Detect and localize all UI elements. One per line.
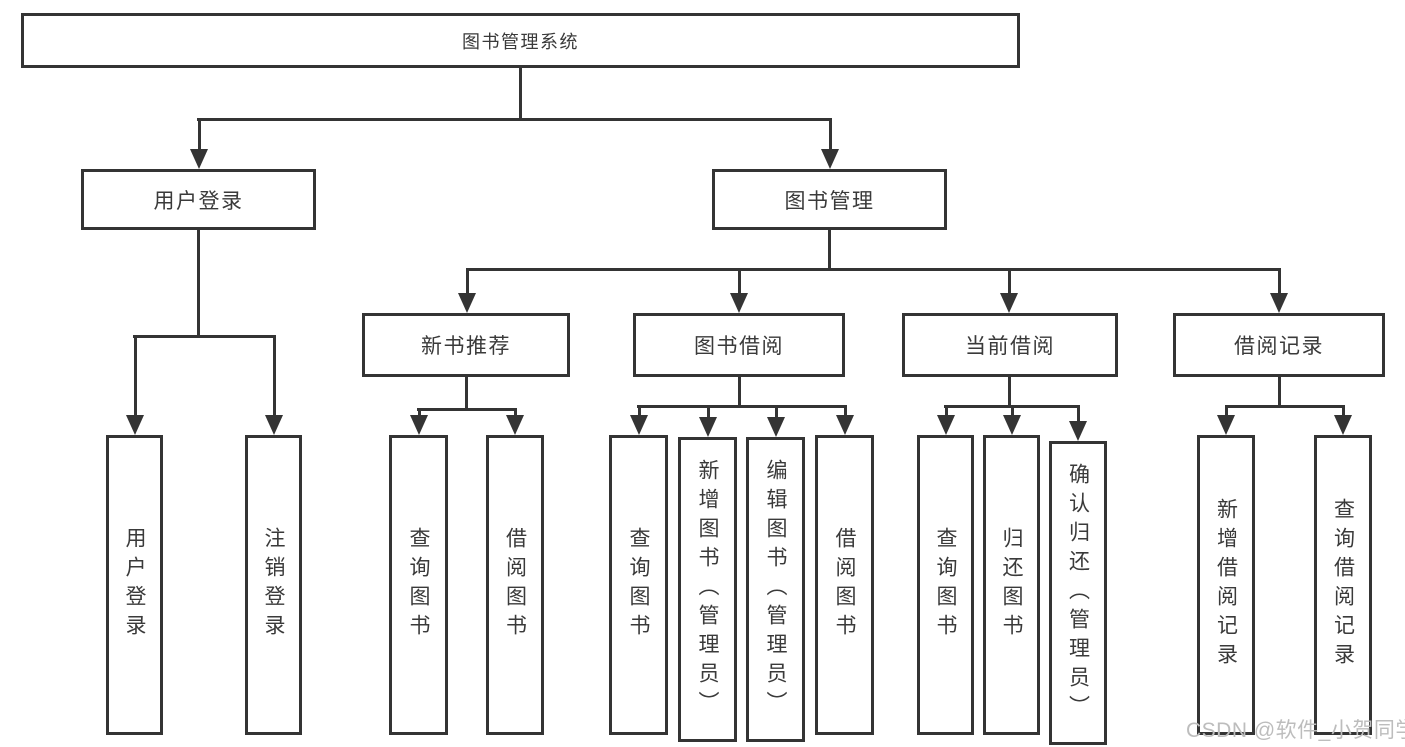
connector-new-book-vline [465, 377, 468, 408]
arrow-to-login-leaf [126, 335, 144, 435]
arrow-to-br-add [1217, 405, 1235, 435]
node-borrowing-records: 借阅记录 [1173, 313, 1385, 377]
arrow-to-bb-borrow [836, 405, 854, 435]
node-cb-query-books: 查询图书 [917, 435, 974, 735]
node-book-borrowing-label: 图书借阅 [694, 335, 784, 358]
node-book-management: 图书管理 [712, 169, 947, 230]
arrow-to-nbr-borrow [506, 408, 524, 435]
node-bb-add-books-label: 新增图书（管理员） [696, 459, 719, 720]
node-nbr-query-books-label: 查询图书 [407, 527, 430, 643]
node-bb-edit-books: 编辑图书（管理员） [746, 437, 805, 742]
node-current-borrowing-label: 当前借阅 [965, 335, 1055, 358]
node-borrowing-records-label: 借阅记录 [1234, 335, 1324, 358]
node-nbr-borrow-books-label: 借阅图书 [503, 527, 527, 643]
arrow-to-bb-add [699, 405, 717, 437]
node-cb-confirm-return-label: 确认归还（管理员） [1066, 462, 1090, 724]
node-root: 图书管理系统 [21, 13, 1020, 68]
connector-new-book-hline [417, 408, 517, 411]
node-br-add-record-label: 新增借阅记录 [1214, 498, 1238, 672]
connector-book-management-vline [828, 230, 831, 268]
arrow-to-cb-query [937, 405, 955, 435]
node-br-add-record: 新增借阅记录 [1197, 435, 1255, 735]
connector-user-login-hline [133, 335, 275, 338]
arrow-to-cb-confirm [1069, 405, 1087, 441]
node-br-query-record: 查询借阅记录 [1314, 435, 1372, 735]
connector-user-login-vline [197, 230, 200, 335]
connector-book-borrowing-hline [637, 405, 846, 408]
node-user-login-label: 用户登录 [153, 189, 244, 213]
node-user-login: 用户登录 [81, 169, 316, 230]
arrow-to-br-query [1334, 405, 1352, 435]
node-logout-leaf: 注销登录 [245, 435, 302, 735]
node-bb-borrow-books: 借阅图书 [815, 435, 874, 735]
arrow-to-current-borrowing [1000, 268, 1018, 313]
node-logout-leaf-label: 注销登录 [262, 527, 285, 643]
node-book-management-label: 图书管理 [784, 189, 875, 213]
arrow-to-book-borrowing [730, 268, 748, 313]
node-cb-return-books-label: 归还图书 [1000, 527, 1023, 643]
connector-borrowing-records-vline [1278, 377, 1281, 405]
node-br-query-record-label: 查询借阅记录 [1331, 498, 1355, 672]
arrow-to-borrowing-records [1270, 268, 1288, 313]
node-cb-query-books-label: 查询图书 [934, 527, 957, 643]
node-current-borrowing: 当前借阅 [902, 313, 1118, 377]
node-cb-return-books: 归还图书 [983, 435, 1040, 735]
node-login-leaf-label: 用户登录 [123, 527, 146, 643]
connector-current-borrowing-vline [1008, 377, 1011, 405]
arrow-to-logout-leaf [265, 335, 283, 435]
arrow-to-bb-query [630, 405, 648, 435]
arrow-to-cb-return [1003, 405, 1021, 435]
connector-root-vline [519, 66, 522, 118]
connector-book-management-hline [466, 268, 1281, 271]
node-book-borrowing: 图书借阅 [633, 313, 845, 377]
node-new-book-recommend-label: 新书推荐 [421, 335, 511, 358]
arrow-to-bb-edit [767, 405, 785, 437]
node-new-book-recommend: 新书推荐 [362, 313, 570, 377]
arrow-to-nbr-query [410, 408, 428, 435]
connector-book-borrowing-vline [738, 377, 741, 405]
node-login-leaf: 用户登录 [106, 435, 163, 735]
connector-borrowing-records-hline [1225, 405, 1344, 408]
arrow-to-book-management [821, 118, 839, 169]
connector-root-hline [197, 118, 831, 121]
arrow-to-new-book-recommend [458, 268, 476, 313]
node-cb-confirm-return: 确认归还（管理员） [1049, 441, 1107, 745]
node-bb-query-books-label: 查询图书 [627, 527, 650, 643]
arrow-to-user-login [190, 118, 208, 169]
node-bb-borrow-books-label: 借阅图书 [833, 527, 856, 643]
node-bb-add-books: 新增图书（管理员） [678, 437, 737, 742]
node-nbr-borrow-books: 借阅图书 [486, 435, 544, 735]
node-bb-query-books: 查询图书 [609, 435, 668, 735]
watermark: CSDN @软件_小贺同学 [1186, 719, 1405, 742]
node-bb-edit-books-label: 编辑图书（管理员） [764, 459, 787, 720]
node-nbr-query-books: 查询图书 [389, 435, 448, 735]
node-root-label: 图书管理系统 [462, 31, 579, 52]
